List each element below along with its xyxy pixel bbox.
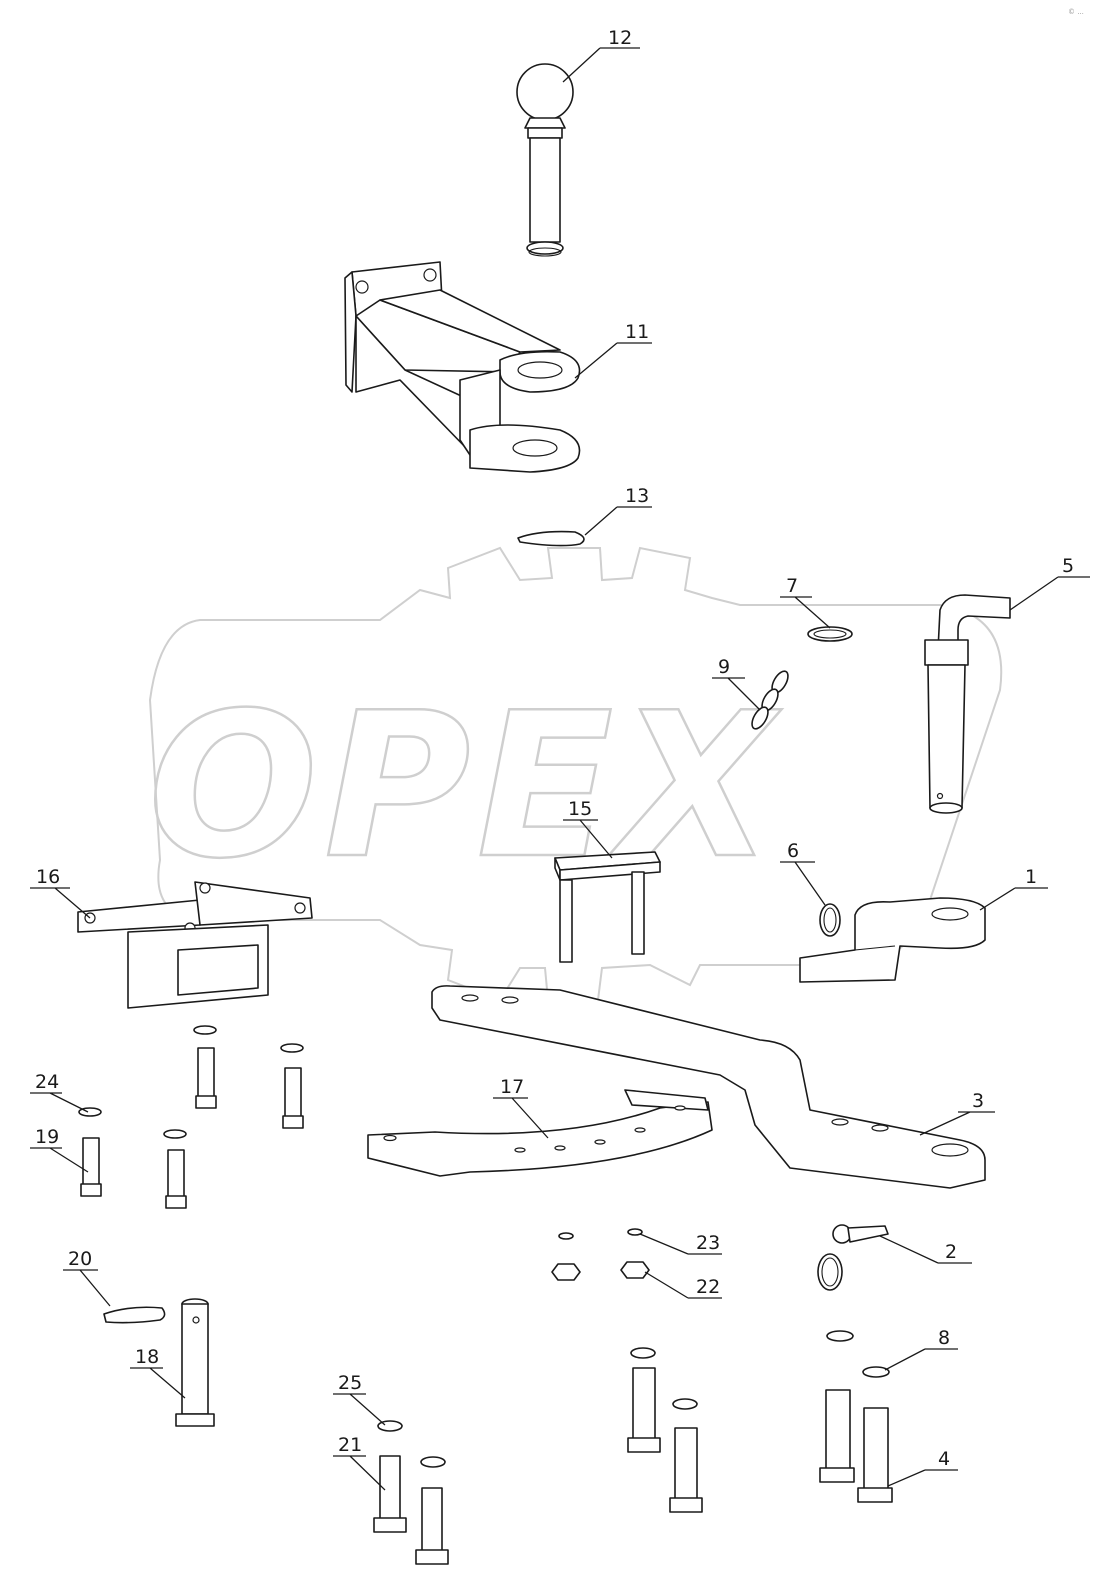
callout-15: 15 xyxy=(568,798,592,820)
callout-25: 25 xyxy=(338,1372,362,1394)
part-13-clip xyxy=(517,530,585,547)
part-21-25-bolts xyxy=(373,1420,449,1565)
part-9-chain xyxy=(751,670,789,730)
part-3-main-drawbar xyxy=(431,985,986,1189)
callout-12: 12 xyxy=(608,27,632,49)
callout-labels: 12 11 13 5 7 9 15 6 1 16 3 17 24 19 2 23… xyxy=(35,27,1074,1470)
callout-23: 23 xyxy=(696,1232,720,1254)
part-7-ring xyxy=(807,626,853,642)
callout-6: 6 xyxy=(787,840,799,862)
callout-8: 8 xyxy=(938,1327,950,1349)
part-22-23-nuts-washers xyxy=(551,1228,650,1281)
callout-5: 5 xyxy=(1062,555,1074,577)
callout-16: 16 xyxy=(36,866,60,888)
callout-24: 24 xyxy=(35,1071,59,1093)
part-17-arc-bar xyxy=(367,1089,713,1177)
callout-1: 1 xyxy=(1025,866,1037,888)
callout-18: 18 xyxy=(135,1346,159,1368)
part-2-pin-with-ring xyxy=(817,1224,889,1291)
callout-13: 13 xyxy=(625,485,649,507)
part-11-hitch-bracket xyxy=(344,261,581,473)
watermark-logo: OPEX xyxy=(147,546,1003,1002)
watermark-text: OPEX xyxy=(148,670,782,903)
part-1-drawbar-head xyxy=(799,897,986,983)
callout-19: 19 xyxy=(35,1126,59,1148)
callout-2: 2 xyxy=(945,1241,957,1263)
callout-17: 17 xyxy=(500,1076,524,1098)
callout-20: 20 xyxy=(68,1248,92,1270)
part-20-clip xyxy=(103,1306,166,1324)
corner-mark: © ... xyxy=(1068,8,1084,16)
callout-3: 3 xyxy=(972,1090,984,1112)
part-6-ring xyxy=(819,903,841,937)
part-18-pin xyxy=(175,1298,215,1427)
part-12-ball-pin xyxy=(516,63,574,257)
callout-21: 21 xyxy=(338,1434,362,1456)
part-16-bracket xyxy=(77,881,313,1009)
callout-9: 9 xyxy=(718,656,730,678)
leader-lines xyxy=(30,47,1090,1491)
part-15-u-bolt-plate xyxy=(554,851,661,963)
callout-7: 7 xyxy=(786,575,798,597)
part-4-8-bolts xyxy=(627,1330,893,1513)
callout-4: 4 xyxy=(938,1448,950,1470)
part-19-bolt-group xyxy=(78,1025,304,1209)
part-5-l-pin xyxy=(924,594,1011,814)
callout-22: 22 xyxy=(696,1276,720,1298)
callout-11: 11 xyxy=(625,321,649,343)
